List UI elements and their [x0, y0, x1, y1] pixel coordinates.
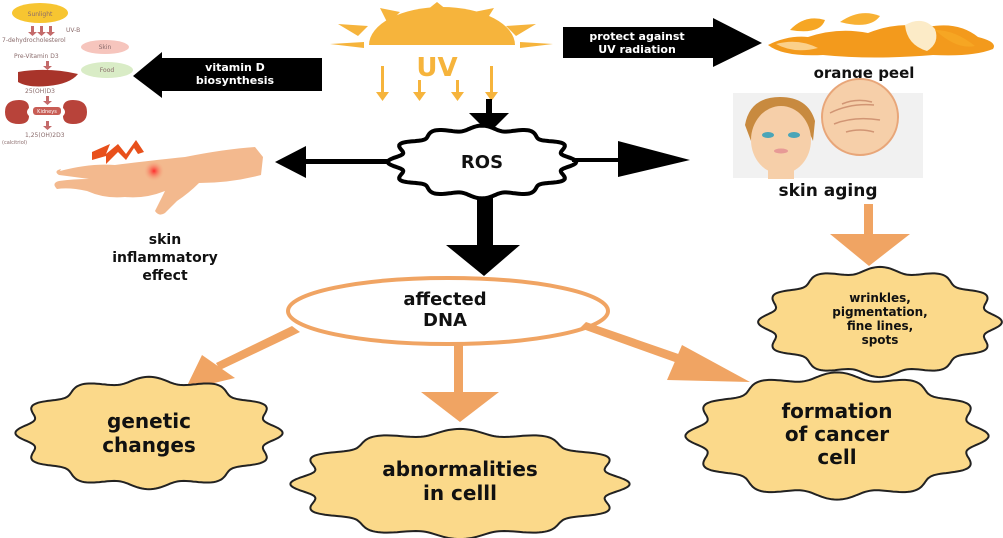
dna-to-cancer-arrow	[580, 322, 750, 382]
dna-label-line2: DNA	[423, 310, 467, 331]
genetic-changes-line1: genetic	[107, 409, 191, 433]
inflamed-hand-icon	[54, 140, 263, 215]
uvb-label: UV-B	[66, 27, 80, 34]
previtamin-label: Pre-Vitamin D3	[14, 53, 59, 60]
skin-badge	[81, 40, 129, 54]
sunlight-badge	[12, 3, 68, 23]
vitamin-d-arrow: vitamin D biosynthesis	[133, 52, 322, 98]
ros-to-aging-arrow	[572, 141, 690, 177]
inflammation-label-line1: skin	[149, 232, 181, 248]
pathway-arrow-icon	[43, 96, 52, 105]
abnormalities-badge	[289, 427, 631, 538]
liver-icon	[18, 69, 78, 87]
sunlight-label: Sunlight	[28, 11, 53, 18]
inflammation-label-line2: inflammatory	[112, 250, 218, 266]
sun-icon	[330, 2, 553, 48]
ros-to-dna-arrow	[446, 197, 520, 276]
genetic-changes-badge	[14, 375, 284, 491]
uv-to-ros-arrow	[469, 99, 509, 133]
uv-label: UV	[416, 53, 457, 83]
skin-aging-label: skin aging	[778, 181, 877, 201]
aging-effects-line1: wrinkles,	[849, 291, 911, 305]
dna-label-line1: affected	[403, 289, 486, 310]
protect-arrow: protect against UV radiation	[563, 18, 762, 67]
orange-peel-label: orange peel	[814, 64, 915, 82]
calcitriol-label: 1,25(OH)2D3	[25, 132, 65, 139]
pathway-arrow-icon	[43, 121, 52, 130]
inflammation-label-line3: effect	[142, 268, 188, 284]
vitamin-d-arrow-line2: biosynthesis	[196, 74, 275, 87]
genetic-changes-line2: changes	[102, 433, 196, 457]
vitamin-d-arrow-line1: vitamin D	[205, 61, 265, 74]
food-badge	[81, 62, 133, 78]
uvb-arrows-icon	[28, 26, 55, 36]
dna-node	[286, 276, 610, 346]
aging-effects-badge	[757, 265, 1003, 379]
uv-rays-icon	[376, 66, 498, 101]
dna-to-genetic-arrow	[185, 326, 300, 390]
abnormalities-line2: in celll	[423, 481, 497, 505]
food-label: Food	[100, 67, 115, 74]
skin-aging-face-icon	[733, 78, 923, 179]
ros-label: ROS	[461, 152, 503, 173]
abnormalities-line1: abnormalities	[382, 457, 538, 481]
ros-to-inflammation-arrow	[275, 146, 390, 178]
aging-effects-line2: pigmentation,	[832, 305, 928, 319]
precursor-label: 7-dehydrocholesterol	[2, 37, 66, 44]
calcitriol-note: (calcitriol)	[2, 140, 27, 146]
cancer-cell-line1: formation	[781, 399, 892, 423]
skin-label: Skin	[99, 44, 112, 51]
aging-effects-line3: fine lines,	[847, 319, 913, 333]
kidneys-label: Kidneys	[37, 109, 57, 115]
cancer-cell-line2: of cancer	[785, 422, 889, 446]
orange-peel-icon	[768, 13, 994, 58]
kidneys-icon	[5, 100, 87, 124]
pathway-arrow-icon	[43, 61, 52, 70]
cancer-cell-badge	[684, 371, 990, 501]
aging-effects-line4: spots	[862, 333, 899, 347]
protect-arrow-line2: UV radiation	[598, 43, 676, 56]
cancer-cell-line3: cell	[817, 445, 856, 469]
calcidiol-label: 25(OH)D3	[25, 88, 55, 95]
aging-to-effects-arrow	[830, 204, 910, 266]
protect-arrow-line1: protect against	[589, 30, 684, 43]
dna-to-abnormal-arrow	[421, 344, 499, 422]
vitamin-d-pathway: Sunlight UV-B 7-dehydrocholesterol Skin …	[2, 3, 133, 146]
